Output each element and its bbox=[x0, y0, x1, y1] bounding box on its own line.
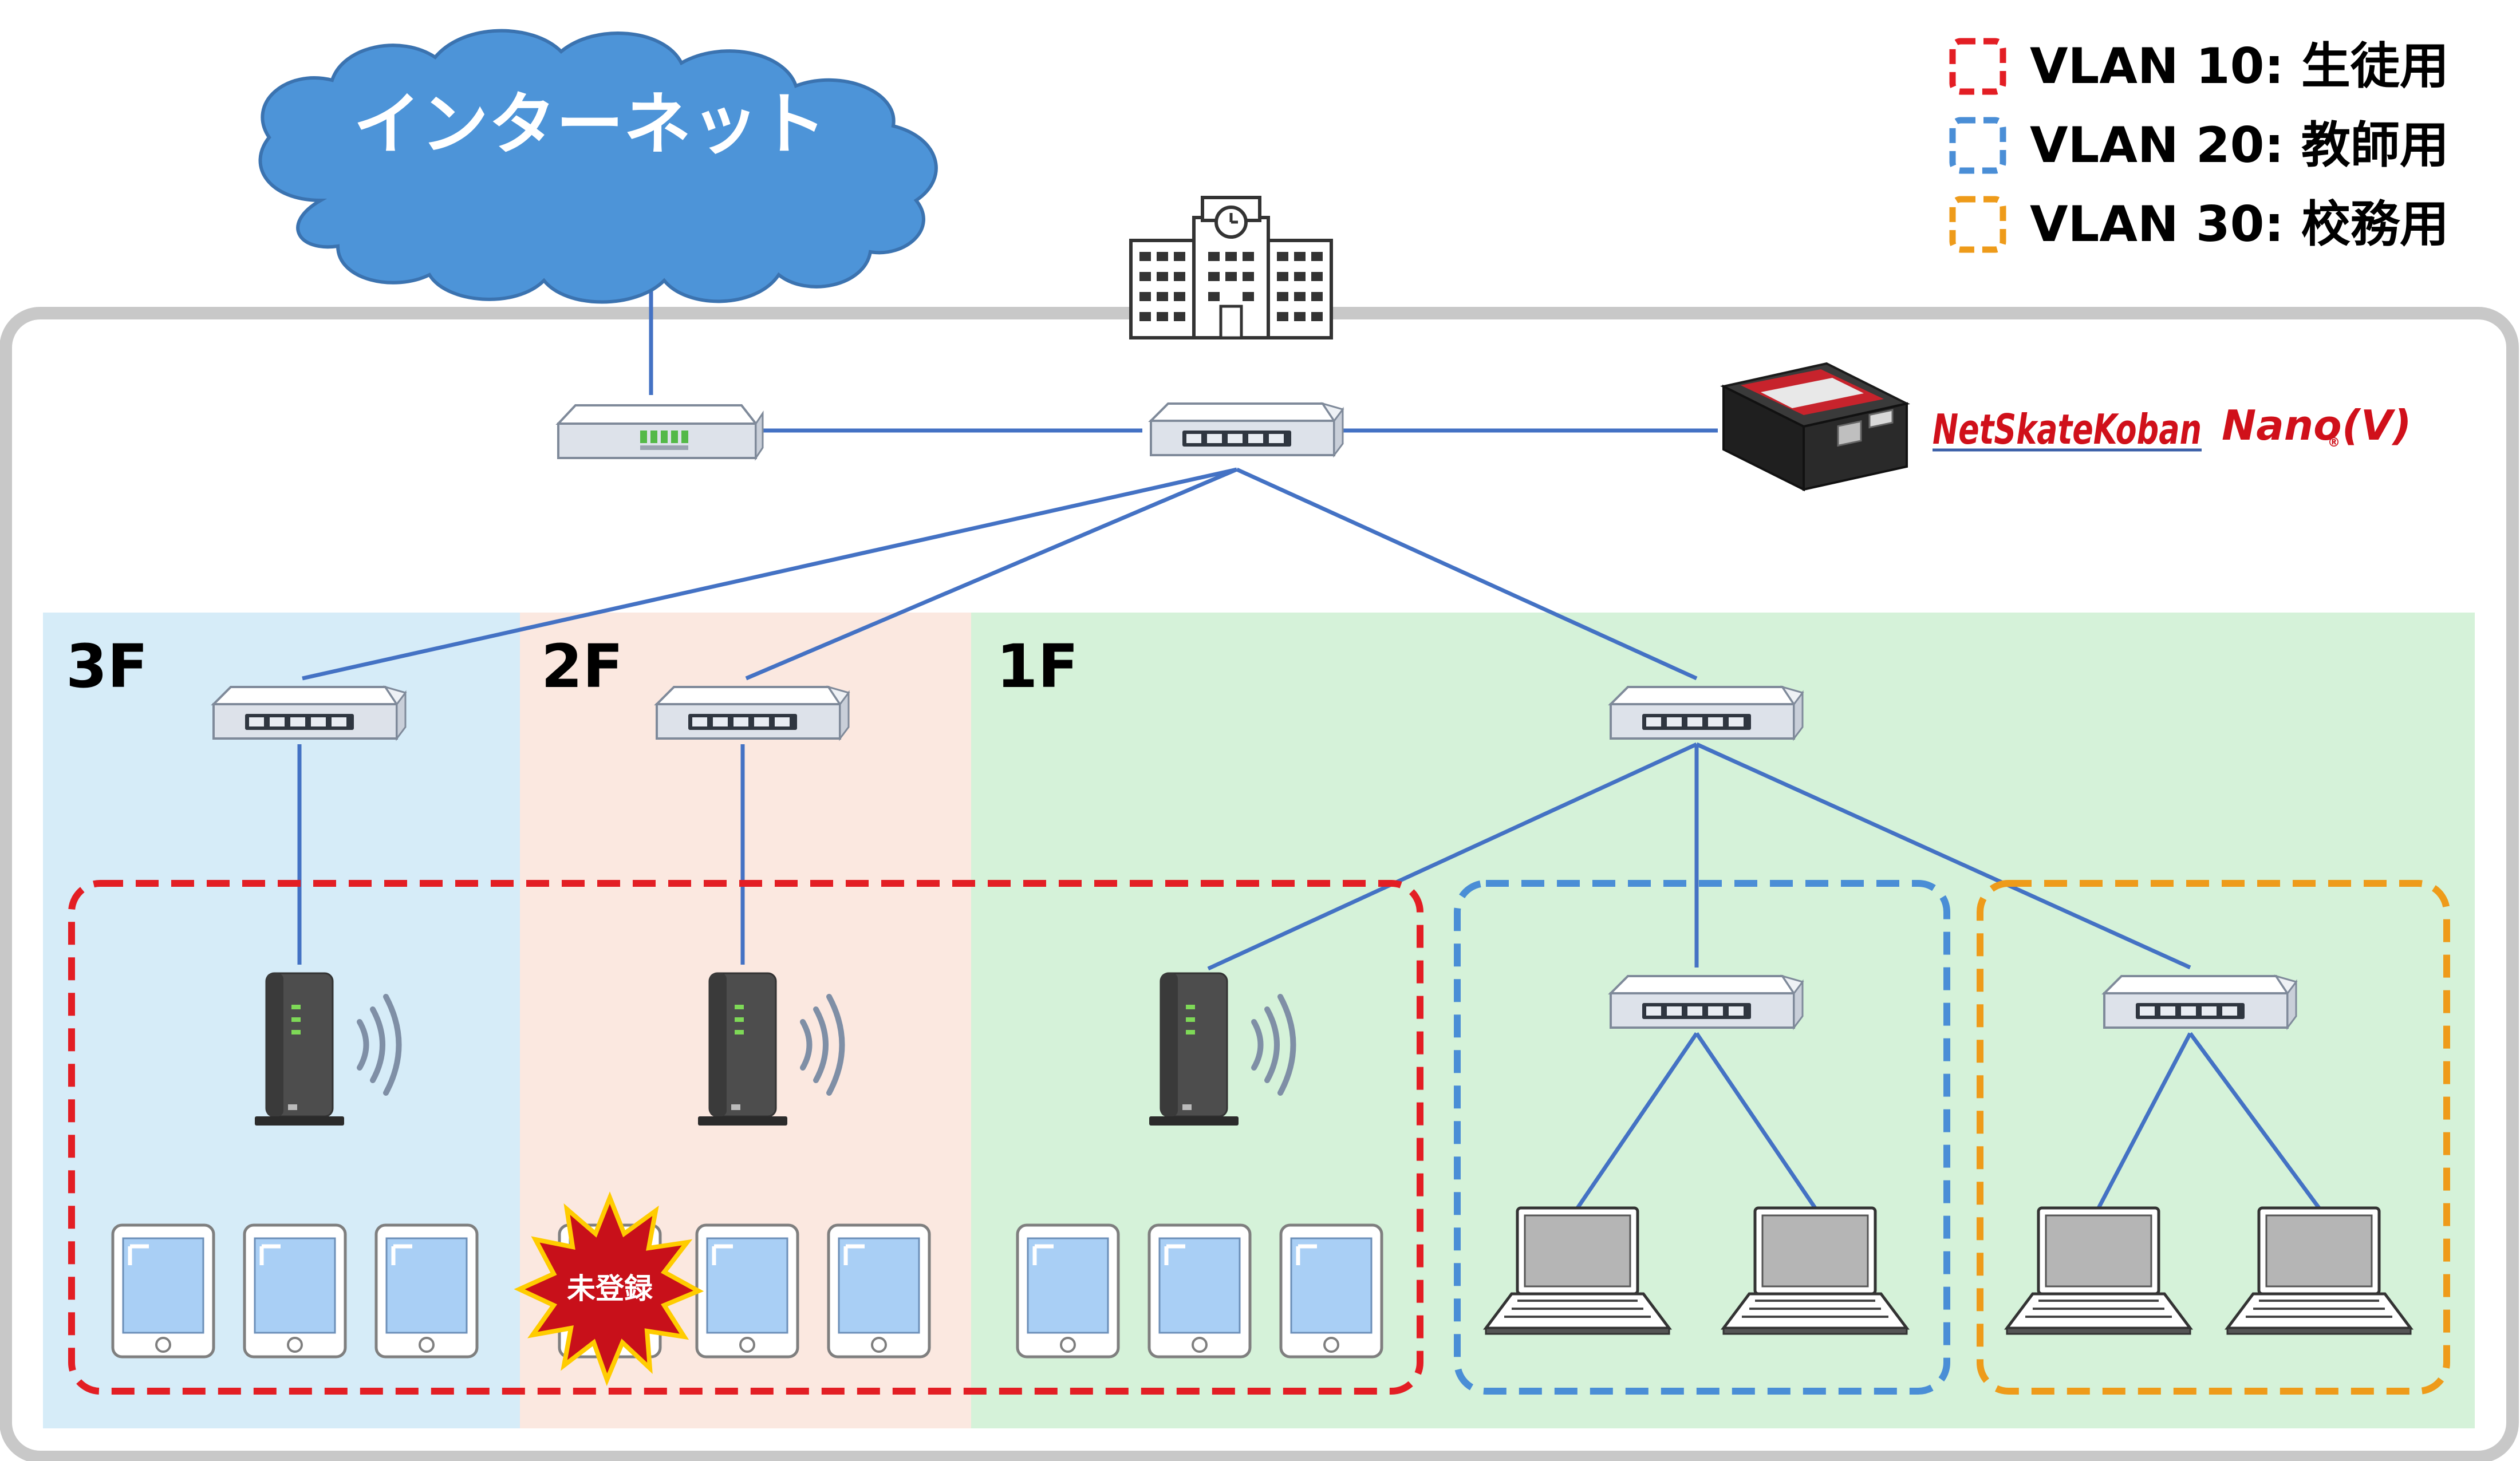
link-core-3f bbox=[302, 467, 1237, 681]
link-teacher-laptop-1 bbox=[1576, 1032, 1698, 1209]
tablet-icon bbox=[1018, 1225, 1118, 1357]
link-teacher-laptop-2 bbox=[1695, 1032, 1817, 1209]
internet-cloud: インターネット bbox=[258, 29, 938, 304]
link-office-laptop-1 bbox=[2096, 1032, 2192, 1209]
legend-swatch-vlan10 bbox=[1949, 38, 2006, 95]
product-brand: NetSkateKoban Nano ® (V) bbox=[1933, 401, 2412, 453]
core-switch-icon bbox=[1150, 402, 1344, 456]
legend-swatch-vlan30 bbox=[1949, 196, 2006, 253]
school-building-icon bbox=[1129, 196, 1333, 339]
link-core-2f bbox=[745, 467, 1238, 681]
netskatekoban-device-icon bbox=[1720, 362, 1910, 492]
link-1f-ap bbox=[1207, 742, 1698, 971]
switch-office-icon bbox=[2103, 975, 2297, 1029]
link-core-1f bbox=[1236, 467, 1698, 681]
legend-label-vlan30: VLAN 30: 校務用 bbox=[2030, 196, 2449, 253]
tablet-icon bbox=[1281, 1225, 1382, 1357]
switch-3f-icon bbox=[212, 686, 407, 740]
legend-swatch-vlan20 bbox=[1949, 117, 2006, 174]
product-reg-mark: ® bbox=[2328, 436, 2340, 450]
vlan-30-boundary bbox=[1977, 880, 2450, 1395]
product-model-suffix: (V) bbox=[2342, 401, 2412, 449]
vlan-20-boundary bbox=[1454, 880, 1950, 1395]
unregistered-label: 未登録 bbox=[567, 1272, 653, 1305]
vlan-legend: VLAN 10: 生徒用 VLAN 20: 教師用 VLAN 30: 校務用 bbox=[1949, 38, 2449, 253]
floor-label-3f: 3F bbox=[66, 631, 148, 701]
router-icon bbox=[557, 404, 764, 459]
switch-1f-icon bbox=[1610, 686, 1804, 740]
switch-2f-icon bbox=[656, 686, 850, 740]
tablet-icon bbox=[376, 1225, 477, 1357]
product-model-name: Nano bbox=[2222, 401, 2342, 449]
floor-label-2f: 2F bbox=[541, 631, 623, 701]
vlan-10-boundary bbox=[68, 880, 1423, 1395]
tablet-icon bbox=[244, 1225, 345, 1357]
link-1f-office-switch bbox=[1695, 742, 2191, 970]
link-office-laptop-2 bbox=[2188, 1032, 2321, 1210]
legend-label-vlan20: VLAN 20: 教師用 bbox=[2030, 117, 2449, 174]
internet-label: インターネット bbox=[353, 85, 826, 164]
product-brand-name: NetSkateKoban bbox=[1933, 405, 2202, 453]
unregistered-device-badge: 未登録 bbox=[514, 1191, 704, 1387]
network-links bbox=[297, 246, 2321, 1210]
tablet-icon bbox=[1149, 1225, 1250, 1357]
legend-label-vlan10: VLAN 10: 生徒用 bbox=[2030, 38, 2449, 95]
tablet-icon bbox=[697, 1225, 798, 1357]
tablet-icon bbox=[829, 1225, 929, 1357]
floor-label-1f: 1F bbox=[996, 631, 1078, 701]
switch-teacher-icon bbox=[1610, 975, 1804, 1029]
tablet-icon bbox=[113, 1225, 214, 1357]
